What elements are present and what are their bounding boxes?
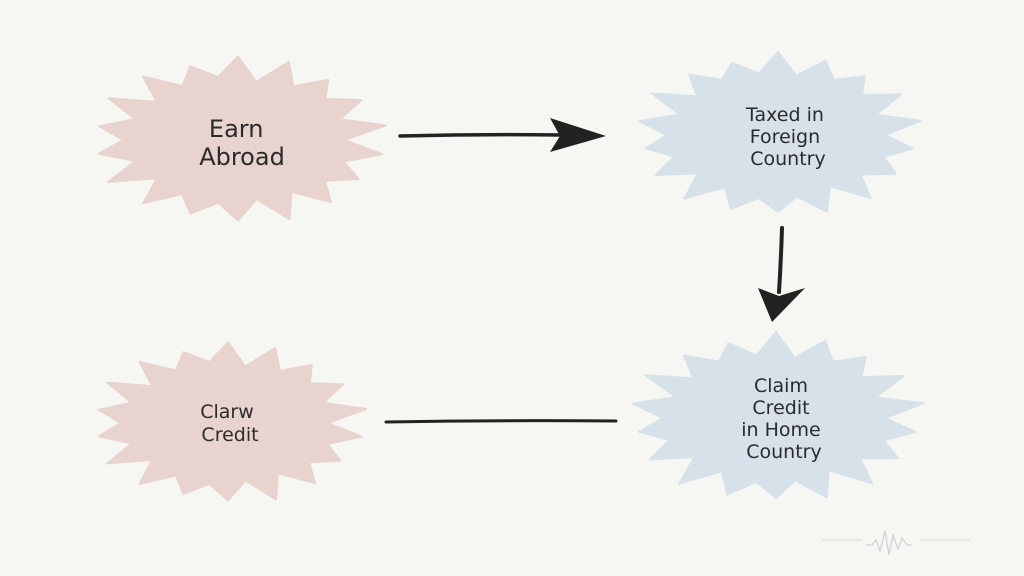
starburst-shape-earn-abroad bbox=[97, 55, 388, 222]
edge-taxed-to-claim bbox=[758, 226, 805, 322]
edge-earn-to-taxed bbox=[398, 118, 606, 152]
node-clarw-credit: Clarw Credit bbox=[97, 341, 368, 502]
claim-credit-line-2: Credit bbox=[752, 397, 809, 419]
arrowhead-taxed-to-claim bbox=[758, 288, 805, 322]
svg-text:Earn Abroad: Earn Abroad bbox=[199, 115, 285, 171]
arrow-shaft-earn-to-taxed bbox=[398, 132, 562, 138]
taxed-foreign-line-2: Foreign bbox=[750, 126, 820, 148]
node-earn-abroad: Earn Abroad bbox=[97, 55, 388, 222]
arrowhead-earn-to-taxed bbox=[550, 118, 606, 152]
svg-text:Taxed in Foreign C: Taxed in Foreign Country bbox=[745, 104, 830, 170]
starburst-shape-claim-credit bbox=[631, 331, 925, 499]
clarw-credit-line-2: Credit bbox=[201, 424, 258, 446]
watermark-waveform bbox=[822, 530, 970, 556]
starburst-shape-clarw-credit bbox=[97, 341, 368, 502]
taxed-foreign-line-3: Country bbox=[750, 148, 825, 170]
claim-credit-line-3: in Home bbox=[741, 419, 820, 441]
svg-text:Clarw Credit: Clarw Credit bbox=[200, 401, 260, 446]
taxed-foreign-line-1: Taxed in bbox=[745, 104, 824, 126]
edge-claim-to-clarw bbox=[384, 419, 618, 424]
node-taxed-foreign-country: Taxed in Foreign Country bbox=[638, 51, 922, 213]
connector-line-claim-to-clarw bbox=[384, 419, 618, 424]
earn-abroad-line-2: Abroad bbox=[199, 143, 285, 171]
claim-credit-line-4: Country bbox=[746, 441, 821, 463]
earn-abroad-line-1: Earn bbox=[209, 115, 264, 143]
claim-credit-line-1: Claim bbox=[754, 375, 808, 397]
arrow-shaft-taxed-to-claim bbox=[777, 226, 784, 294]
svg-text:Claim Credit in Ho: Claim Credit in Home Country bbox=[741, 375, 827, 463]
starburst-shape-taxed-foreign bbox=[638, 51, 922, 213]
node-claim-credit-home: Claim Credit in Home Country bbox=[631, 331, 925, 499]
clarw-credit-line-1: Clarw bbox=[200, 401, 254, 423]
